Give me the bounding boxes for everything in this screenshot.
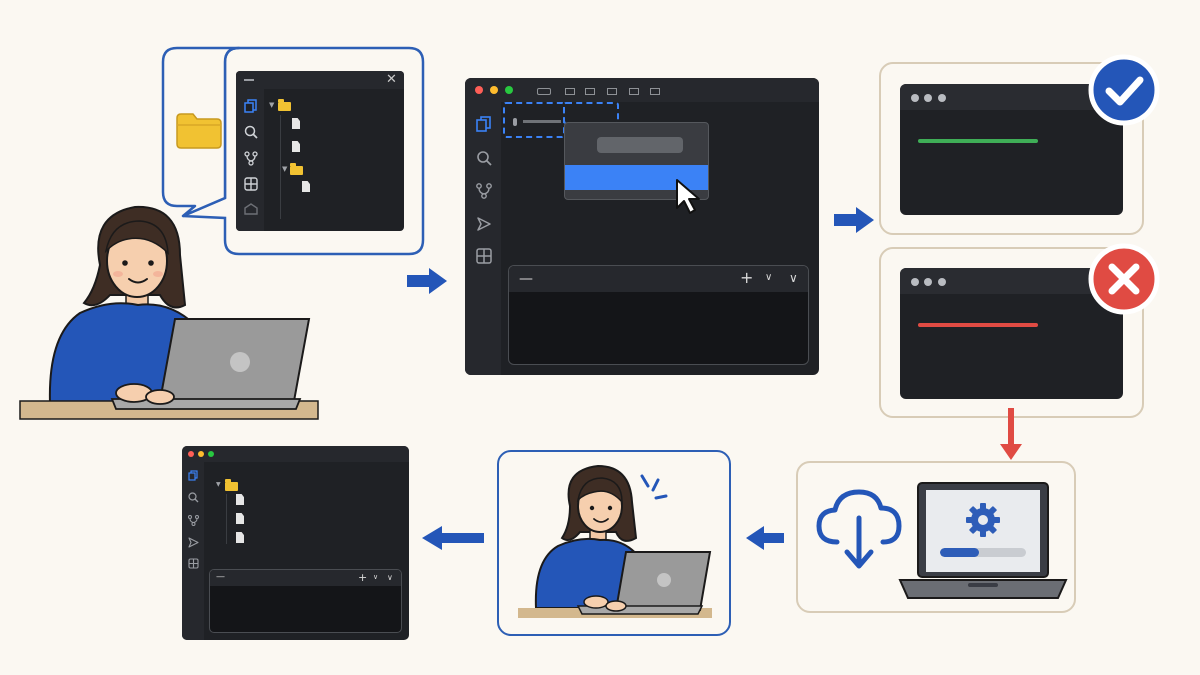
terminal-minimize-icon[interactable]: — [519, 271, 533, 287]
arrow-right [407, 268, 447, 294]
checkmark-icon [1088, 54, 1160, 126]
folder-icon[interactable] [225, 479, 238, 491]
minimize-window-dot[interactable] [198, 451, 204, 457]
arrow-down [1000, 408, 1022, 460]
extensions-icon[interactable] [476, 248, 492, 264]
extensions-icon[interactable] [244, 177, 258, 191]
chevron-down-icon[interactable]: ∨ [765, 272, 773, 283]
cloud-download-icon [816, 489, 902, 569]
arrow-right [834, 207, 874, 233]
branch-icon[interactable] [476, 183, 492, 199]
menu-item[interactable] [597, 137, 683, 153]
terminal-panel: — + ∨ ∨ [209, 569, 402, 633]
close-window-dot[interactable] [475, 86, 483, 94]
maximize-window-dot[interactable] [208, 451, 214, 457]
folder-icon[interactable] [290, 163, 303, 175]
update-progress-fill [940, 548, 979, 557]
run-icon[interactable] [476, 216, 492, 232]
file-icon[interactable] [292, 141, 300, 152]
activity-bar [465, 102, 501, 375]
files-icon[interactable] [188, 470, 199, 481]
arrow-left [422, 526, 484, 550]
terminal-minimize-icon[interactable]: — [216, 572, 225, 582]
window-title-bar-mark [244, 79, 254, 81]
title-bar [465, 78, 819, 102]
file-icon[interactable] [236, 532, 244, 543]
branch-icon[interactable] [188, 515, 199, 526]
arrow-left [746, 526, 784, 550]
cursor-icon [676, 179, 700, 214]
success-window [900, 84, 1123, 215]
terminal-panel: — + ∨ ∨ [508, 265, 809, 365]
file-icon[interactable] [302, 181, 310, 192]
files-icon[interactable] [476, 116, 492, 132]
terminal-add-icon[interactable]: + [740, 268, 754, 287]
failure-window [900, 268, 1123, 399]
run-icon[interactable] [188, 537, 199, 548]
folder-icon [176, 113, 222, 149]
maximize-window-dot[interactable] [505, 86, 513, 94]
chevron-down-icon[interactable]: ∨ [373, 573, 379, 581]
search-icon[interactable] [188, 492, 199, 503]
updating-laptop [898, 482, 1068, 599]
update-progress-bar [940, 548, 1026, 557]
file-icon[interactable] [236, 513, 244, 524]
file-icon[interactable] [292, 118, 300, 129]
person-at-laptop [518, 464, 712, 618]
person-at-laptop [19, 205, 319, 420]
minimize-window-dot[interactable] [490, 86, 498, 94]
tree-chevron-icon[interactable]: ▼ [216, 481, 221, 488]
success-output-line [918, 139, 1038, 143]
file-icon[interactable] [236, 494, 244, 505]
search-icon[interactable] [244, 125, 258, 139]
close-window-dot[interactable] [188, 451, 194, 457]
cross-icon [1088, 243, 1160, 315]
tree-chevron-icon[interactable]: ▼ [269, 101, 275, 109]
chevron-down-icon[interactable]: ∨ [789, 271, 798, 285]
gear-icon [966, 503, 1000, 537]
extensions-icon[interactable] [188, 558, 199, 569]
menu-bar-placeholder [537, 88, 551, 95]
bubble-editor-window: ✕ ▼ ▼ [236, 71, 404, 231]
folder-icon[interactable] [278, 99, 291, 111]
package-icon[interactable] [244, 202, 258, 216]
activity-bar [182, 462, 204, 640]
restored-editor-window: ▼ — + ∨ ∨ [182, 446, 409, 640]
search-icon[interactable] [476, 150, 492, 166]
branch-icon[interactable] [244, 151, 258, 166]
error-output-line [918, 323, 1038, 327]
files-icon[interactable] [244, 99, 258, 113]
tree-chevron-icon[interactable]: ▼ [282, 165, 288, 173]
close-icon[interactable]: ✕ [386, 72, 397, 87]
highlighted-menu-region[interactable] [563, 102, 619, 124]
chevron-down-icon[interactable]: ∨ [387, 573, 393, 582]
terminal-add-icon[interactable]: + [358, 571, 368, 584]
main-editor-window: — + ∨ ∨ [465, 78, 819, 375]
